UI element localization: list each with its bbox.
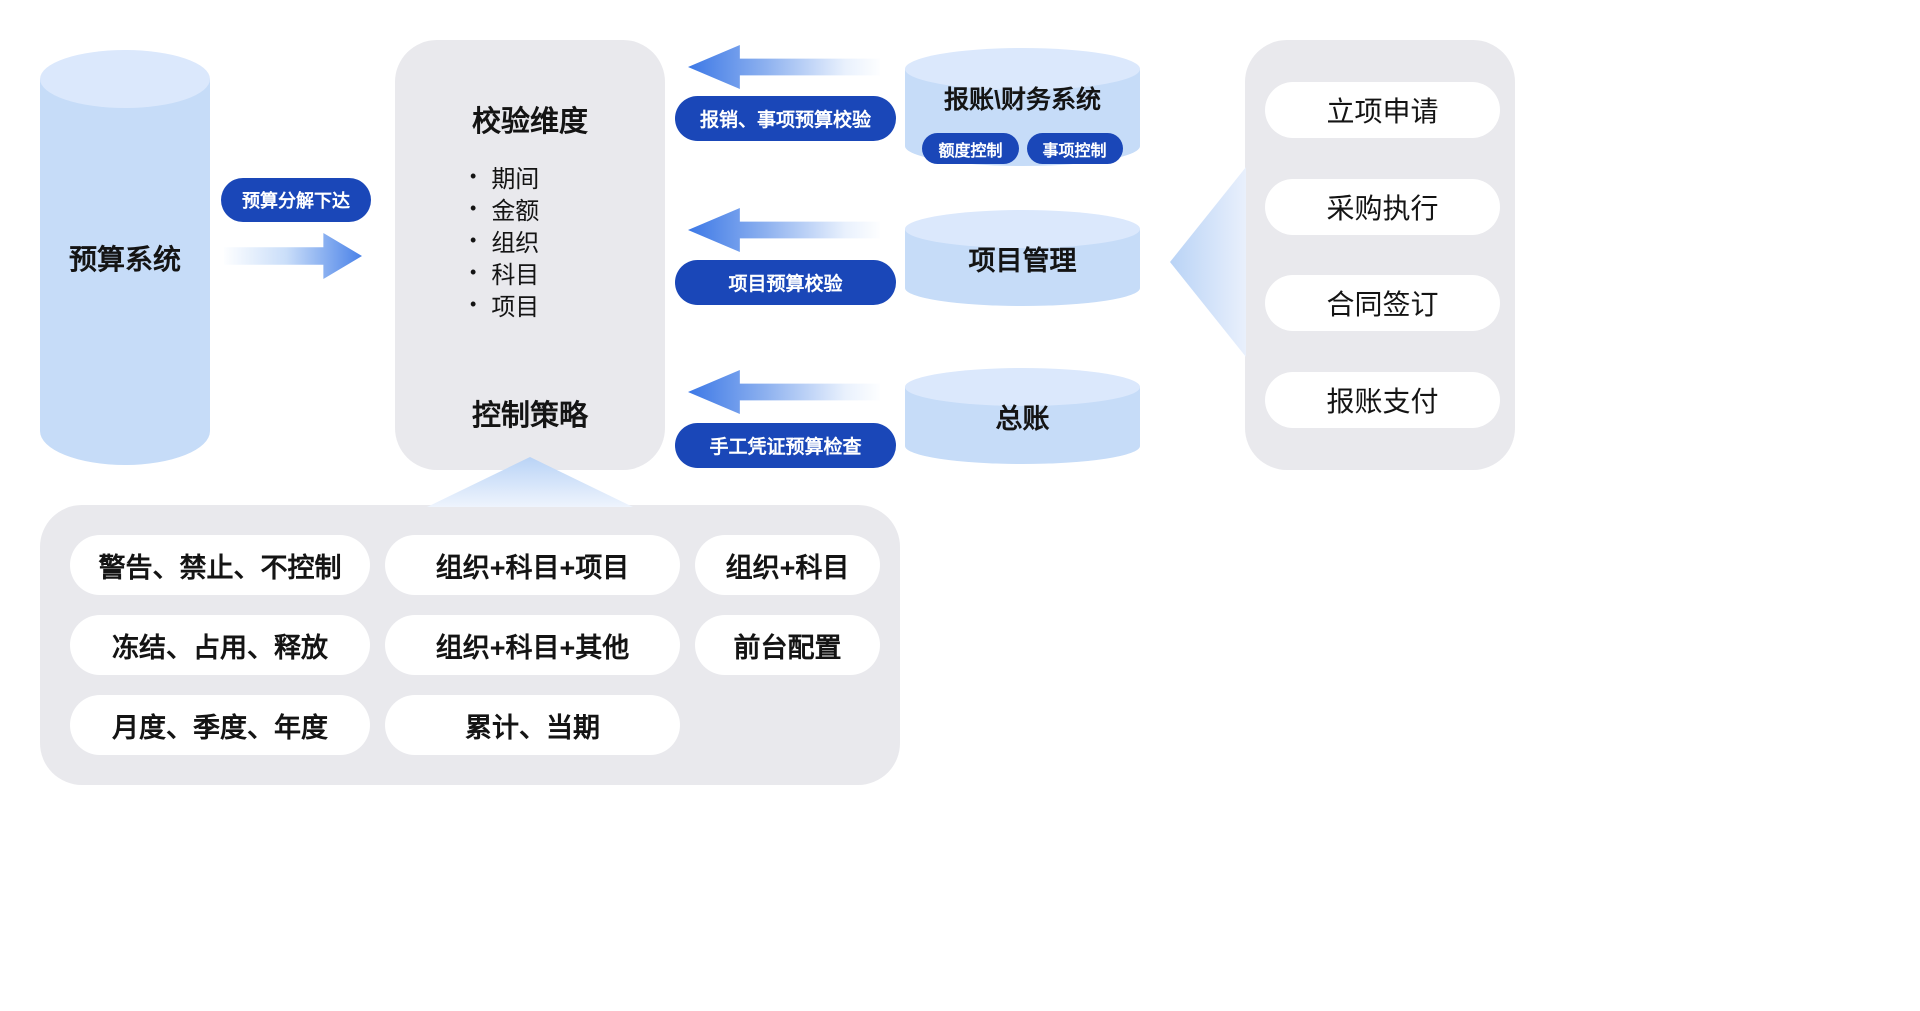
list-item: • 科目 <box>470 256 590 289</box>
quota-control-tag: 额度控制 <box>922 133 1019 164</box>
strategy-item: 警告、禁止、不控制 <box>70 535 370 595</box>
bullet-icon: • <box>470 166 477 186</box>
budget-system-cylinder: 预算系统 <box>40 50 210 465</box>
manual-voucher-check-pill: 手工凭证预算检查 <box>675 423 896 468</box>
bullet-icon: • <box>470 294 477 314</box>
validation-panel: 校验维度 • 期间 • 金额 • 组织 • 科目 • 项目 控制策略 <box>395 40 665 470</box>
cylinder-top-ellipse <box>905 48 1140 90</box>
strategy-item: 冻结、占用、释放 <box>70 615 370 675</box>
strategy-item: 组织+科目+项目 <box>385 535 680 595</box>
cylinder-top-ellipse <box>905 368 1140 406</box>
arrow-left-icon <box>688 45 880 89</box>
process-step-payment: 报账支付 <box>1265 372 1500 428</box>
dimension-list: • 期间 • 金额 • 组织 • 科目 • 项目 <box>395 160 665 321</box>
bullet-icon: • <box>470 198 477 218</box>
process-step-procurement: 采购执行 <box>1265 179 1500 235</box>
triangle-left-icon <box>1170 167 1246 357</box>
general-ledger-label: 总账 <box>995 403 1050 434</box>
process-step-contract: 合同签订 <box>1265 275 1500 331</box>
strategy-item: 累计、当期 <box>385 695 680 755</box>
strategy-item: 前台配置 <box>695 615 880 675</box>
reimburse-check-pill: 报销、事项预算校验 <box>675 96 896 141</box>
strategy-item: 组织+科目 <box>695 535 880 595</box>
dimension-label: 科目 <box>491 261 540 289</box>
arrow-left-icon <box>688 370 880 414</box>
control-strategy-title: 控制策略 <box>471 400 588 432</box>
finance-system-cylinder: 报账\财务系统 额度控制 事项控制 <box>905 48 1140 166</box>
list-item: • 金额 <box>470 192 590 225</box>
cylinder-top-ellipse <box>40 50 210 108</box>
bullet-icon: • <box>470 230 477 250</box>
list-item: • 项目 <box>470 288 590 321</box>
dimension-label: 金额 <box>491 197 540 225</box>
validation-dimensions-title: 校验维度 <box>471 106 588 138</box>
strategy-item: 月度、季度、年度 <box>70 695 370 755</box>
finance-system-label: 报账\财务系统 <box>944 86 1101 114</box>
project-management-label: 项目管理 <box>968 245 1077 276</box>
dimension-label: 项目 <box>491 293 540 321</box>
budget-decompose-pill: 预算分解下达 <box>221 178 371 222</box>
project-management-cylinder: 项目管理 <box>905 210 1140 306</box>
arrow-left-icon <box>688 208 880 252</box>
dimension-label: 期间 <box>491 165 540 193</box>
bullet-icon: • <box>470 262 477 282</box>
budget-system-label: 预算系统 <box>68 243 181 275</box>
control-tags: 额度控制 事项控制 <box>905 133 1140 164</box>
matter-control-tag: 事项控制 <box>1026 133 1123 164</box>
process-step-initiation: 立项申请 <box>1265 82 1500 138</box>
list-item: • 组织 <box>470 224 590 257</box>
cylinder-top-ellipse <box>905 210 1140 248</box>
general-ledger-cylinder: 总账 <box>905 368 1140 464</box>
strategy-item: 组织+科目+其他 <box>385 615 680 675</box>
project-check-pill: 项目预算校验 <box>675 260 896 305</box>
arrow-right-icon <box>224 233 362 279</box>
cylinder-body <box>40 79 210 465</box>
dimension-label: 组织 <box>491 229 540 257</box>
list-item: • 期间 <box>470 160 590 193</box>
